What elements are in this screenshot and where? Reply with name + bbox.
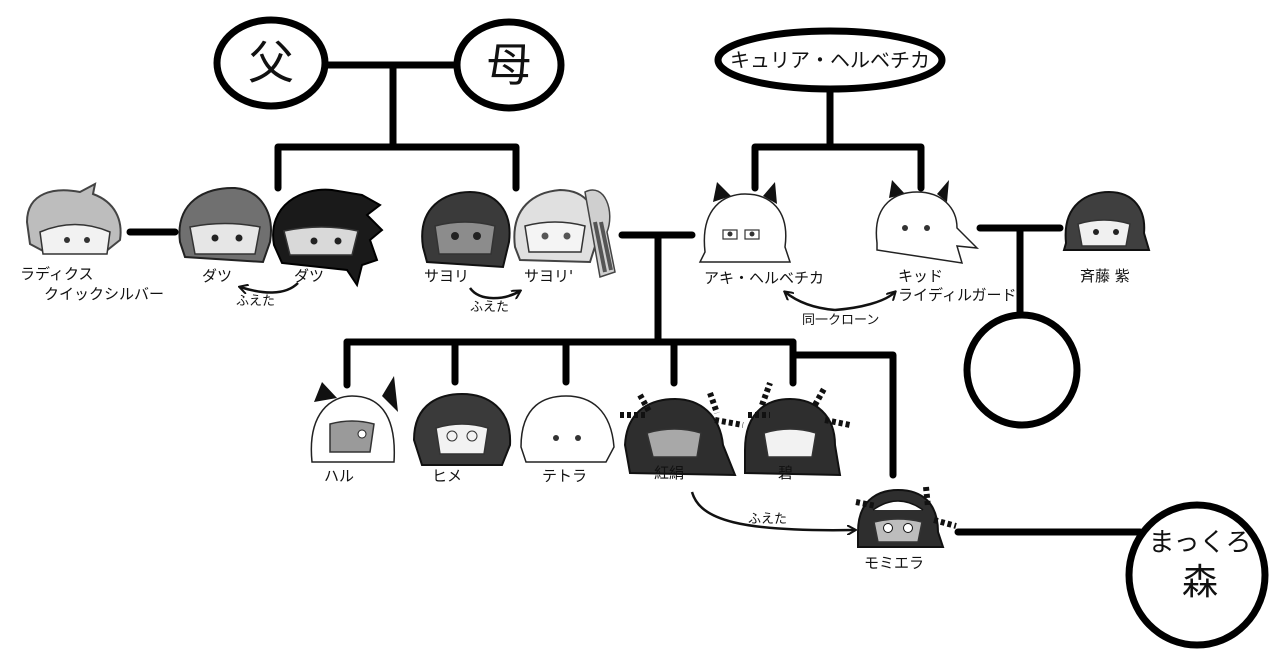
head-saito	[1062, 190, 1151, 251]
head-sayori-a	[421, 190, 511, 269]
sibling-bar-curia	[751, 143, 925, 192]
label-kid-line1: キッド	[898, 267, 944, 285]
unknown-child-node	[963, 311, 1081, 429]
makkuro-mori-node	[1125, 501, 1269, 649]
head-haru	[310, 376, 398, 463]
label-haru: ハル	[324, 467, 355, 485]
mother-label: 母	[486, 38, 532, 92]
curia-label: キュリア・ヘルベチカ	[730, 48, 930, 72]
father-label: 父	[248, 36, 294, 90]
label-saito: 斉藤 紫	[1080, 267, 1130, 285]
head-kid	[875, 180, 980, 264]
arrow-clone-left	[785, 292, 836, 312]
head-tetora	[520, 395, 615, 463]
annotation-sayori-duplicate: ふえた	[470, 300, 510, 315]
label-midori: 碧	[778, 464, 794, 482]
head-rydicks	[25, 182, 122, 255]
makkuro-mori-line2: 森	[1181, 562, 1218, 603]
head-sayori-b	[513, 188, 616, 278]
label-dats-a: ダツ	[202, 267, 233, 285]
makkuro-mori-line1: まっくろ	[1148, 528, 1252, 558]
annotation-momiera-duplicate: ふえた	[748, 512, 788, 527]
label-aki: アキ・ヘルベチカ	[704, 269, 825, 287]
head-hime	[412, 392, 512, 466]
head-dats-b	[272, 188, 384, 288]
label-kid-line2: ライディルガード	[898, 286, 1017, 304]
arrow-clone-right	[834, 292, 895, 312]
arrow-momiera	[690, 491, 855, 530]
label-tetora: テトラ	[542, 467, 588, 485]
arrow-sayori	[468, 287, 520, 298]
head-midori	[744, 381, 851, 477]
annotation-clone: 同一クローン	[802, 313, 880, 328]
label-hime: ヒメ	[432, 467, 463, 485]
drop-momiera	[789, 351, 897, 479]
label-momiera: モミエラ	[864, 554, 925, 572]
head-dats-a	[178, 186, 272, 264]
father-node	[213, 16, 329, 110]
label-sayori-b: サヨリ'	[524, 267, 574, 285]
annotation-dats-duplicate: ふえた	[236, 294, 276, 309]
label-dats-b: ダツ	[294, 267, 325, 285]
label-rydicks-line1: ラディクス	[20, 265, 94, 283]
label-koken: 紅絹	[654, 464, 685, 482]
head-koken	[620, 392, 744, 477]
arrow-dats	[240, 282, 299, 293]
curia-node	[714, 27, 946, 93]
label-sayori-a: サヨリ	[424, 267, 470, 285]
label-rydicks-line2: クイックシルバー	[44, 285, 165, 303]
mother-node	[453, 18, 565, 112]
head-momiera	[855, 486, 957, 548]
sibling-bar-parents	[274, 143, 520, 192]
head-aki	[698, 182, 792, 263]
